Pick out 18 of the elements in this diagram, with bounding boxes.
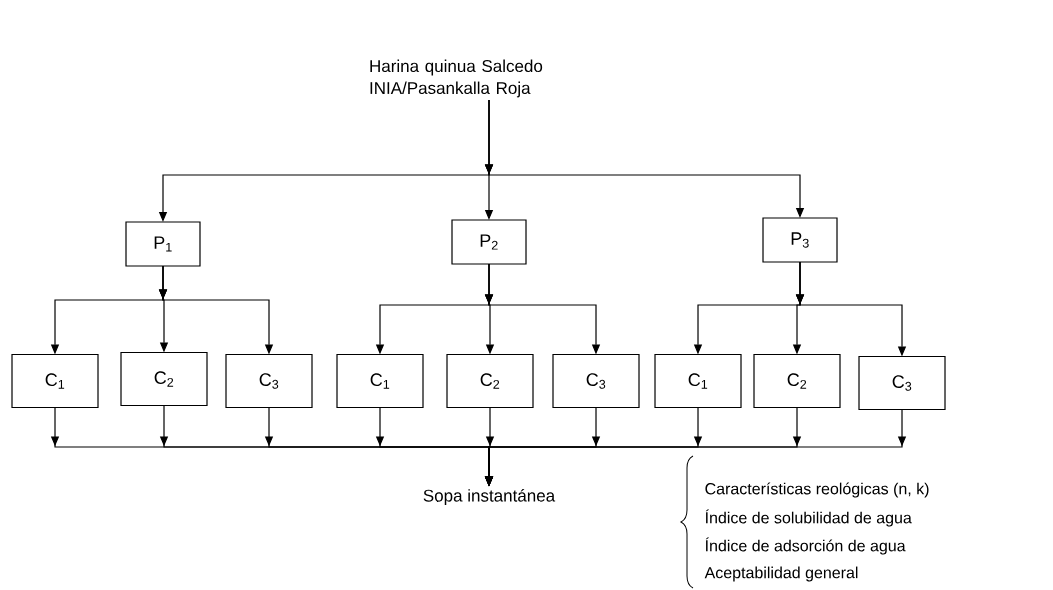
- product-text: Sopa instantánea: [423, 489, 556, 506]
- process-box: C$_{2}$: [446, 353, 534, 409]
- process-box: P$_{2}$: [451, 219, 527, 265]
- process-box: C$_{1}$: [654, 353, 742, 409]
- process-box: C$_{1}$: [336, 353, 424, 409]
- process-box: C$_{2}$: [120, 351, 208, 407]
- property-text: Aceptabilidad general: [704, 566, 858, 582]
- source-text: Harina quinua Salcedo INIA/Pasankalla Roja: [370, 59, 543, 98]
- property-text: Características reológicas (n, k): [705, 482, 929, 498]
- process-box: C$_{1}$: [11, 353, 99, 409]
- property-text: Índice de solubilidad de agua: [705, 509, 912, 527]
- process-box: C$_{2}$: [753, 353, 841, 409]
- process-box: C$_{3}$: [225, 353, 313, 409]
- property-text: Índice de adsorción de agua: [705, 537, 906, 555]
- process-box: C$_{3}$: [552, 353, 640, 409]
- process-box: P$_{1}$: [125, 221, 201, 267]
- process-box: C$_{3}$: [858, 355, 946, 411]
- process-box: P$_{3}$: [762, 217, 838, 263]
